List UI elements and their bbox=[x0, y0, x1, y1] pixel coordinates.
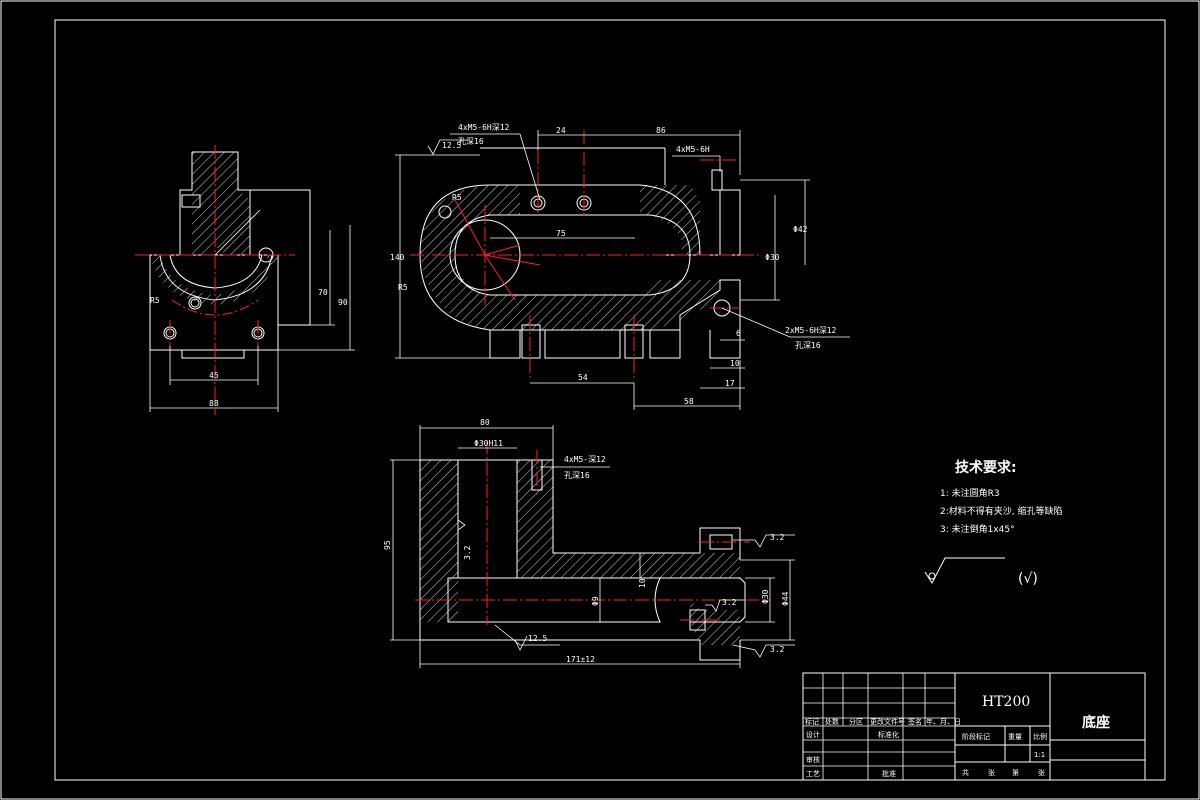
tb-label-process: 工艺 bbox=[806, 770, 820, 778]
title-block: 标记 处数 分区 更改文件号 签名 年、月、日 设计 标准化 审核 工艺 批准 … bbox=[802, 672, 1146, 781]
tb-part-name: 底座 bbox=[1082, 714, 1110, 731]
tb-label-weight: 重量 bbox=[1008, 733, 1022, 741]
front-dim-17: 17 bbox=[725, 379, 735, 388]
front-thread-note-3b: 孔深16 bbox=[795, 341, 821, 350]
section-rough-r2: 3.2 bbox=[722, 598, 737, 607]
tb-label-approve: 批准 bbox=[882, 769, 896, 778]
front-view: 4xM5-6H深12 孔深16 12.5 24 86 4xM5-6H 75 R5… bbox=[390, 123, 850, 410]
front-dim-75: 75 bbox=[556, 229, 566, 238]
front-thread-note-1: 4xM5-6H深12 bbox=[458, 123, 510, 132]
front-dim-24: 24 bbox=[556, 126, 566, 135]
front-dim-r5b: R5 bbox=[398, 283, 408, 292]
front-dim-54: 54 bbox=[578, 373, 588, 382]
front-dim-6: 6 bbox=[736, 329, 741, 338]
section-thread-note: 4xM5-深12 bbox=[564, 455, 606, 464]
front-dim-10: 10 bbox=[730, 359, 740, 368]
front-dim-86: 86 bbox=[656, 126, 666, 135]
left-view: 88 45 70 90 R5 bbox=[135, 145, 355, 415]
roughness-symbol bbox=[924, 557, 1005, 584]
front-dim-phi42: Φ42 bbox=[793, 225, 808, 234]
section-rough-bottom: 12.5 bbox=[528, 634, 547, 643]
front-dim-phi30: Φ30 bbox=[765, 253, 780, 262]
tb-sheet-unit-2: 张 bbox=[1038, 768, 1045, 777]
tb-label-review: 审核 bbox=[806, 755, 820, 764]
front-dim-r5a: R5 bbox=[452, 193, 462, 202]
section-dim-95: 95 bbox=[383, 540, 392, 550]
tb-label-zone: 分区 bbox=[849, 717, 863, 726]
section-rough-left: 3.2 bbox=[463, 545, 472, 560]
front-dim-58: 58 bbox=[684, 397, 694, 406]
tb-label-standard: 标准化 bbox=[878, 730, 899, 739]
tech-req-item-2: 2:材料不得有夹沙, 缩孔等缺陷 bbox=[940, 505, 1062, 517]
section-dim-phi30h11: Φ30H11 bbox=[474, 439, 503, 448]
section-dim-80: 80 bbox=[480, 418, 490, 427]
left-dim-88: 88 bbox=[209, 399, 219, 408]
section-dim-length: 171±12 bbox=[566, 655, 595, 664]
sheet-frame-border bbox=[54, 19, 1166, 781]
left-dim-70: 70 bbox=[318, 288, 328, 297]
left-dim-r5: R5 bbox=[150, 296, 160, 305]
left-dim-90: 90 bbox=[338, 298, 348, 307]
front-thread-note-2: 4xM5-6H bbox=[676, 145, 710, 154]
front-rough-1: 12.5 bbox=[442, 141, 461, 150]
left-dim-45: 45 bbox=[209, 371, 219, 380]
tb-label-change-doc: 更改文件号 bbox=[870, 717, 905, 726]
section-thread-note-b: 孔深16 bbox=[564, 471, 590, 480]
roughness-paren-symbol: (√) bbox=[1018, 571, 1038, 587]
section-dim-10: 10 bbox=[638, 578, 647, 588]
tb-label-stage: 阶段标记 bbox=[962, 732, 990, 741]
tech-req-item-1: 1: 未注圆角R3 bbox=[940, 487, 1000, 499]
section-dim-phi30: Φ30 bbox=[761, 589, 770, 604]
tb-scale-value: 1:1 bbox=[1034, 751, 1045, 759]
tb-label-design: 设计 bbox=[806, 730, 820, 739]
section-rough-r3: 3.2 bbox=[770, 645, 785, 654]
front-thread-note-1b: 孔深16 bbox=[458, 137, 484, 146]
tb-sheet-no: 第 bbox=[1012, 768, 1019, 777]
tech-req-item-3: 3: 未注倒角1x45° bbox=[940, 523, 1015, 535]
tb-label-sign: 签名 bbox=[908, 717, 922, 726]
section-dim-phi9: Φ9 bbox=[591, 596, 600, 606]
section-view: 80 Φ30H11 4xM5-深12 孔深16 3.2 95 12.5 171±… bbox=[383, 418, 795, 668]
tb-sheet-total: 共 bbox=[962, 768, 969, 777]
tb-label-scale: 比例 bbox=[1033, 732, 1047, 741]
front-thread-note-3: 2xM5-6H深12 bbox=[785, 326, 837, 335]
front-dim-140: 140 bbox=[390, 253, 405, 262]
tb-sheet-unit-1: 张 bbox=[988, 768, 995, 777]
tb-label-mark: 标记 bbox=[805, 717, 819, 726]
technical-requirements: 技术要求: 1: 未注圆角R3 2:材料不得有夹沙, 缩孔等缺陷 3: 未注倒角… bbox=[924, 459, 1062, 587]
tb-label-date: 年、月、日 bbox=[926, 717, 961, 726]
tech-req-title: 技术要求: bbox=[955, 459, 1017, 476]
tb-label-count: 处数 bbox=[825, 717, 839, 726]
section-rough-r1: 3.2 bbox=[770, 533, 785, 542]
section-dim-phi44: Φ44 bbox=[781, 591, 790, 606]
tb-material: HT200 bbox=[982, 694, 1030, 710]
